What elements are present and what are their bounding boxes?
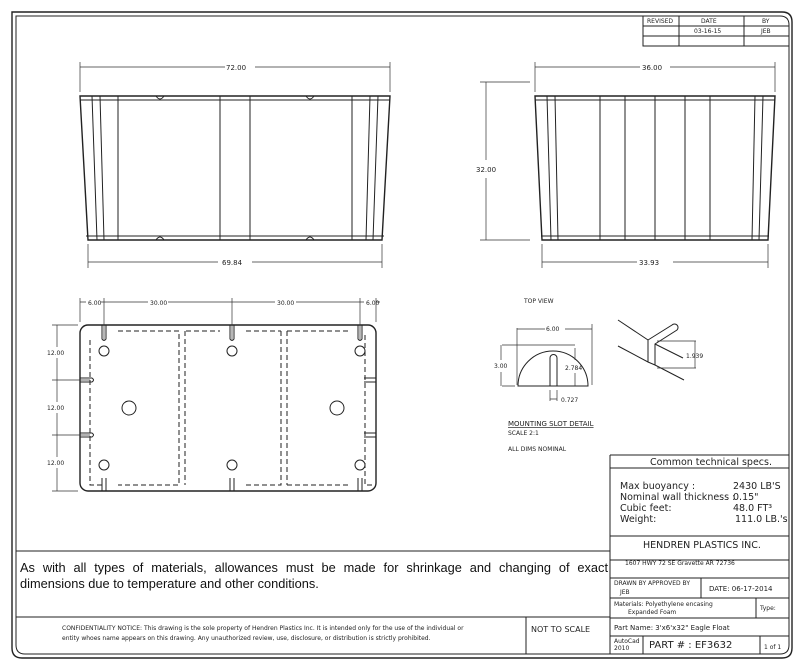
rev-header-date: DATE [701,18,717,25]
side-view: 36.00 33.93 32.00 [476,62,776,268]
spec-cubic-value: 48.0 FT³ [733,503,772,514]
rev-by: JEB [760,28,771,35]
dim-plan-edge-right: 6.00 [366,300,380,307]
rev-date: 03-16-15 [694,28,721,35]
drawn-by-label: DRAWN BY APPROVED BY [614,580,690,587]
drawn-by-value: JEB [619,589,630,596]
materials-line-1: Materials: Polyethylene encasing [614,601,713,608]
dim-bottom-width: 69.84 [222,259,243,267]
shrinkage-note: As with all types of materials, allowanc… [20,560,608,591]
not-to-scale-label: NOT TO SCALE [531,625,590,634]
slot-detail-title: MOUNTING SLOT DETAIL [508,420,594,428]
rev-header-by: BY [762,18,770,25]
confidentiality-line-2: entity whoes name appears on this drawin… [62,635,431,642]
spec-cubic-label: Cubic feet: [620,503,672,514]
inner-border [15,15,790,655]
materials-line-2: Expanded Foam [628,609,676,616]
sheet-number: 1 of 1 [764,644,781,651]
slot-detail-note: ALL DIMS NOMINAL [508,446,567,453]
slot-detail-scale: SCALE 2:1 [508,430,539,437]
sheet-border [11,11,793,659]
dim-plan-side-3: 12.00 [47,460,64,467]
top-view-label: TOP VIEW [523,298,554,305]
dim-plan-side-1: 12.00 [47,350,64,357]
drawing-date: DATE: 06-17-2014 [709,585,773,593]
specs-title: Common technical specs. [650,457,772,468]
dim-plan-span-1: 30.00 [150,300,167,307]
part-number: PART # : EF3632 [649,640,732,651]
dim-slot-width: 6.00 [546,326,560,333]
dim-slot-height: 3.00 [494,363,508,370]
company-name: HENDREN PLASTICS INC. [643,540,761,551]
dim-side-bottom-width: 33.93 [639,259,659,267]
dim-plan-side-2: 12.00 [47,405,64,412]
spec-wall-value: 0.15" [733,492,759,503]
software-version: 2010 [614,645,629,652]
spec-buoyancy-label: Max buoyancy : [620,481,695,492]
dim-slot-opening: 0.727 [561,397,578,404]
dim-slot-depth: 2.784 [565,365,582,372]
dim-iso-slot: 1.939 [686,353,703,360]
title-block: Common technical specs. Max buoyancy : 2… [609,454,789,654]
note-dividers [16,550,610,654]
company-address: 1607 HWY 72 SE Gravette AR 72736 [625,560,735,567]
confidentiality-line-1: CONFIDENTIALITY NOTICE: This drawing is … [62,625,464,632]
plan-view: 6.00 30.00 30.00 6.00 12.00 12.00 12.00 [47,298,380,492]
rev-header-revised: REVISED [647,18,673,25]
spec-buoyancy-value: 2430 LB'S [733,481,781,492]
dim-top-width: 72.00 [226,64,246,72]
dim-side-height: 32.00 [476,166,496,174]
software-name: AutoCad [614,638,640,645]
front-view: 72.00 69.84 [79,62,391,268]
dim-side-top-width: 36.00 [642,64,662,72]
spec-weight-value: 111.0 LB.'s [735,514,788,525]
type-label: Type: [759,605,776,612]
spec-wall-label: Nominal wall thickness : [620,492,735,503]
revision-table: REVISED DATE BY 03-16-15 JEB [642,16,789,47]
spec-weight-label: Weight: [620,514,656,525]
dim-plan-edge-left: 6.00 [88,300,102,307]
mounting-slot-detail: TOP VIEW 6.00 3.00 2.784 0.727 1.939 MOU… [494,298,703,453]
dim-plan-span-2: 30.00 [277,300,294,307]
part-name: Part Name: 3'x6'x32" Eagle Float [614,624,730,632]
